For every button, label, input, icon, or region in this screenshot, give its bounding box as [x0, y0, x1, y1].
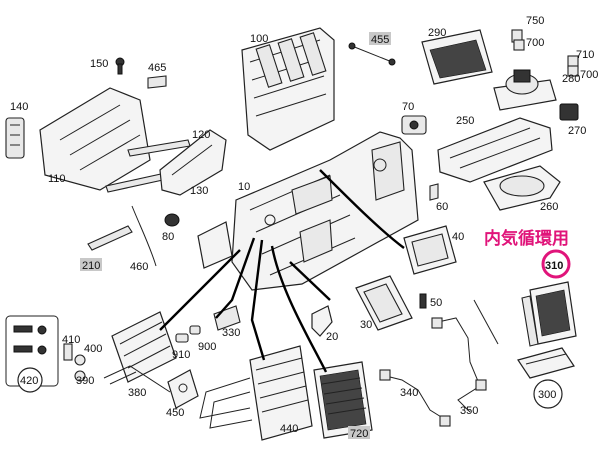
label-390: 390 — [76, 375, 94, 387]
part-420-ring — [17, 367, 43, 393]
label-330: 330 — [222, 327, 240, 339]
label-270: 270 — [568, 125, 586, 137]
label-40: 40 — [452, 231, 464, 243]
part-350-wiring — [431, 299, 499, 413]
label-350: 350 — [460, 405, 478, 417]
label-150: 150 — [90, 58, 108, 70]
part-70-motor — [401, 115, 427, 135]
part-720-evaporator — [313, 361, 373, 439]
label-410: 410 — [62, 334, 80, 346]
label-455: 455 — [371, 34, 389, 46]
part-40-gasket — [403, 225, 457, 275]
part-750-resistor — [511, 29, 525, 51]
label-box-455 — [369, 32, 391, 45]
label-465: 465 — [148, 62, 166, 74]
label-450: 450 — [166, 407, 184, 419]
part-310-cabin-filter — [521, 281, 577, 347]
part-30-gasket — [355, 275, 413, 331]
label-box-210 — [80, 258, 102, 271]
part-130-bracket — [159, 129, 227, 196]
label-70: 70 — [402, 101, 414, 113]
label-110: 110 — [48, 173, 66, 185]
part-410-bolt — [63, 343, 86, 382]
label-140: 140 — [10, 101, 28, 113]
label-380: 380 — [128, 387, 146, 399]
part-710-resistor — [567, 55, 579, 77]
label-460: 460 — [130, 261, 148, 273]
part-100-housing — [241, 27, 335, 151]
part-110-housing — [5, 87, 151, 191]
part-290-frame — [421, 29, 493, 85]
part-465-clip — [147, 75, 167, 89]
label-20: 20 — [326, 331, 338, 343]
label-720: 720 — [350, 428, 368, 440]
label-420: 420 — [20, 375, 38, 387]
label-60: 60 — [436, 201, 448, 213]
label-50: 50 — [430, 297, 442, 309]
label-130: 130 — [190, 185, 208, 197]
part-80-grommet — [164, 213, 180, 227]
part-340-harness — [379, 369, 451, 427]
label-250: 250 — [456, 115, 474, 127]
label-280: 280 — [562, 73, 580, 85]
part-310-highlight-ring — [541, 249, 571, 279]
label-750: 750 — [526, 15, 544, 27]
part-60-clip — [429, 183, 439, 201]
part-bracket-left — [197, 221, 233, 269]
label-10: 10 — [238, 181, 250, 193]
label-340: 340 — [400, 387, 418, 399]
label-440: 440 — [280, 423, 298, 435]
label-310: 310 — [545, 260, 563, 272]
leader-lines — [159, 169, 405, 373]
label-80: 80 — [162, 231, 174, 243]
part-280-blower-motor — [493, 69, 557, 111]
part-210-bracket — [87, 225, 133, 251]
part-455-cable — [348, 42, 396, 66]
part-10-hvac-housing — [231, 131, 419, 291]
label-box-720 — [348, 426, 370, 439]
part-50-clip — [419, 293, 427, 309]
part-20-lever — [311, 305, 333, 337]
part-460-hose — [131, 205, 157, 267]
part-250-duct — [437, 117, 553, 183]
label-100: 100 — [250, 33, 268, 45]
part-150-bolt — [115, 57, 125, 75]
label-700a: 700 — [526, 37, 544, 49]
label-210: 210 — [82, 260, 100, 272]
label-700b: 700 — [580, 69, 598, 81]
part-260-fan-housing — [483, 165, 561, 211]
label-300: 300 — [538, 389, 556, 401]
label-120: 120 — [192, 129, 210, 141]
part-440-heater-core — [199, 345, 313, 441]
label-910: 910 — [172, 349, 190, 361]
label-30: 30 — [360, 319, 372, 331]
part-300-ring — [533, 379, 563, 409]
label-400: 400 — [84, 343, 102, 355]
part-270-module — [559, 103, 579, 121]
highlight-caption: 内気循環用 — [484, 228, 569, 249]
part-300-filter-holder — [517, 347, 575, 379]
part-910-sensor — [175, 325, 201, 343]
label-260: 260 — [540, 201, 558, 213]
label-710: 710 — [576, 49, 594, 61]
label-290: 290 — [428, 27, 446, 39]
label-900: 900 — [198, 341, 216, 353]
part-450-pad — [167, 369, 199, 409]
